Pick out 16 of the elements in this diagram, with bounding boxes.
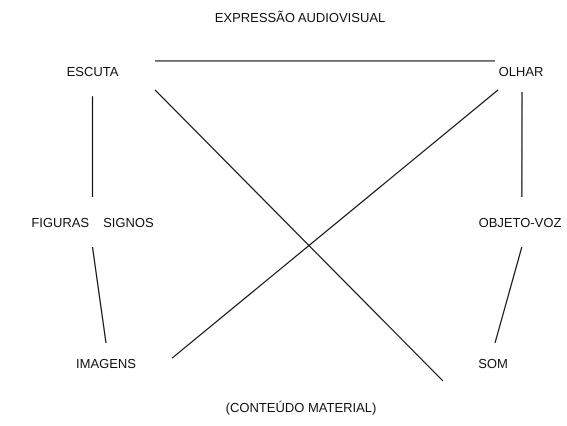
connector-line [494,246,522,344]
connector-line [92,246,107,344]
diagram-caption: (CONTEÚDO MATERIAL) [226,400,376,415]
node-label: OBJETO-VOZ [478,214,562,230]
node-label: IMAGENS [76,356,136,370]
node-label: OLHAR [498,64,544,78]
node-label: SOM [478,356,508,370]
node-label: SIGNOS [103,214,154,230]
connector-line [92,96,94,197]
connector-line [155,60,495,62]
connector-line [521,92,523,197]
diagram-title: EXPRESSÃO AUDIOVISUAL [214,10,386,25]
node-label: FIGURAS [31,214,90,230]
node-label: ESCUTA [66,64,118,78]
connector-line [172,89,498,359]
connector-line [154,89,444,382]
